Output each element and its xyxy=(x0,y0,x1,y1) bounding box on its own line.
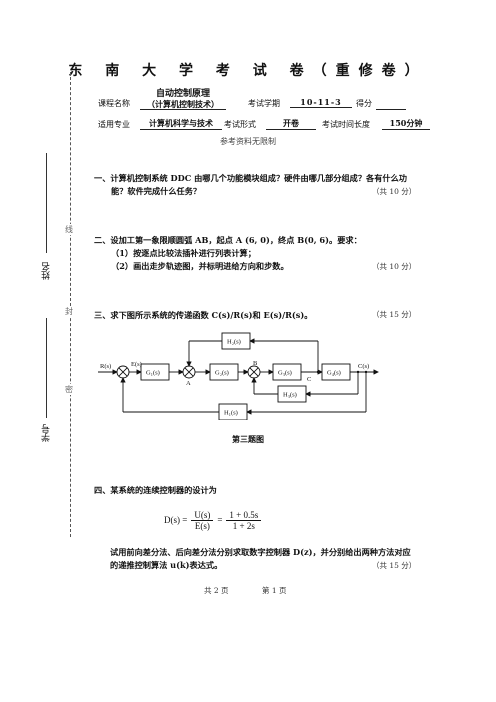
node-dot-h1 xyxy=(364,370,368,374)
question-1-line-2: 能？软件完成什么任务？ xyxy=(111,186,202,196)
question-4-body: 试用前向差分法、后向差分法分别求取数字控制器 D(z)，并分别给出两种方法对应 … xyxy=(110,546,440,572)
course-subtitle: （计算机控制技术） xyxy=(147,99,219,109)
block-diagram: R(s) E(s) G₁(s) G₂(s) G₃(s) G₄(s) H₂(s) … xyxy=(98,332,379,420)
formula-eq: = xyxy=(217,515,223,525)
score-label: 得分 xyxy=(356,99,372,108)
question-4-line-1: 四、某系统的连续控制器的设计为 xyxy=(94,485,217,495)
block-g3: G₃(s) xyxy=(278,370,292,377)
reference-note: 参考资料无限制 xyxy=(220,137,276,146)
question-4-line-3: 的递推控制算法 u(k)表达式。 xyxy=(110,560,223,570)
block-h2: H₂(s) xyxy=(227,339,241,346)
form-label: 考试形式 xyxy=(224,120,256,129)
label-c: C(s) xyxy=(358,363,369,370)
course-name: 自动控制原理 xyxy=(155,89,210,99)
major-label: 适用专业 xyxy=(98,120,130,129)
binding-line xyxy=(70,72,71,537)
fraction-2-num: 1 + 0.5s xyxy=(226,510,262,521)
exam-title: 东 南 大 学 考 试 卷（重修卷） xyxy=(68,63,428,79)
question-4-line-2: 试用前向差分法、后向差分法分别求取数字控制器 D(z)，并分别给出两种方法对应 xyxy=(110,547,411,557)
transfer-function: D(s) = U(s) E(s) = 1 + 0.5s 1 + 2s xyxy=(164,505,262,535)
term-value: 10-11-3 xyxy=(290,97,352,108)
question-2-line-2: （1）按逐点比较法插补进行列表计算； xyxy=(111,248,256,258)
question-1: 一、计算机控制系统 DDC 由哪几个功能模块组成？硬件由哪几部分组成？各有什么功… xyxy=(94,172,434,198)
name-blank xyxy=(46,153,47,253)
duration-value: 150分钟 xyxy=(382,118,430,130)
seal-mark: 封 xyxy=(65,306,73,317)
fraction-2: 1 + 0.5s 1 + 2s xyxy=(226,510,262,531)
node-dot-h3 xyxy=(356,370,360,374)
course-label: 课程名称 xyxy=(98,99,130,108)
node-dot-c xyxy=(316,370,320,374)
label-a: A xyxy=(186,380,191,387)
question-4-score: （共 15 分） xyxy=(372,561,417,570)
footer-page-number: 第 1 页 xyxy=(262,586,287,595)
course-name-field: 自动控制原理 （计算机控制技术） xyxy=(140,89,226,110)
question-1-score: （共 10 分） xyxy=(372,187,417,196)
name-label: 姓名 xyxy=(42,262,52,280)
score-blank xyxy=(376,108,406,110)
form-value: 开卷 xyxy=(266,118,316,130)
question-2-line-3: （2）画出走步轨迹图，并标明进给方向和步数。 xyxy=(111,261,289,271)
question-3-line-1: 三、求下图所示系统的传递函数 C(s)/R(s)和 E(s)/R(s)。 xyxy=(94,310,313,320)
formula-lhs: D(s) = xyxy=(164,515,188,525)
question-3-score: （共 15 分） xyxy=(372,310,417,319)
block-h1: H₁(s) xyxy=(224,410,238,417)
label-c-node: C xyxy=(307,376,311,383)
fraction-1: U(s) E(s) xyxy=(191,510,214,531)
term-label: 考试学期 xyxy=(248,99,280,108)
label-b: B xyxy=(253,360,258,367)
footer-total-pages: 共 2 页 xyxy=(204,586,229,595)
fraction-1-den: E(s) xyxy=(194,520,210,531)
block-h3: H₃(s) xyxy=(283,392,297,399)
block-g1: G₁(s) xyxy=(146,370,160,377)
question-2: 二、设加工第一象限顺圆弧 AB，起点 A (6, 0)，终点 B(0, 6)。要… xyxy=(94,234,434,273)
line-mark: 线 xyxy=(65,224,73,235)
question-1-line-1: 一、计算机控制系统 DDC 由哪几个功能模块组成？硬件由哪几部分组成？各有什么功 xyxy=(94,173,407,183)
label-e: E(s) xyxy=(131,361,142,368)
block-g2: G₂(s) xyxy=(215,370,229,377)
question-2-line-1: 二、设加工第一象限顺圆弧 AB，起点 A (6, 0)，终点 B(0, 6)。要… xyxy=(94,235,362,245)
secret-mark: 密 xyxy=(65,384,73,395)
student-id-blank xyxy=(46,318,47,418)
block-g4: G₄(s) xyxy=(327,370,341,377)
major-value: 计算机科学与技术 xyxy=(140,118,222,130)
figure-caption: 第三题图 xyxy=(232,434,264,444)
label-r: R(s) xyxy=(100,363,111,370)
question-2-score: （共 10 分） xyxy=(372,262,417,271)
fraction-1-num: U(s) xyxy=(191,510,214,521)
duration-label: 考试时间长度 xyxy=(322,120,370,129)
fraction-2-den: 1 + 2s xyxy=(232,520,255,531)
